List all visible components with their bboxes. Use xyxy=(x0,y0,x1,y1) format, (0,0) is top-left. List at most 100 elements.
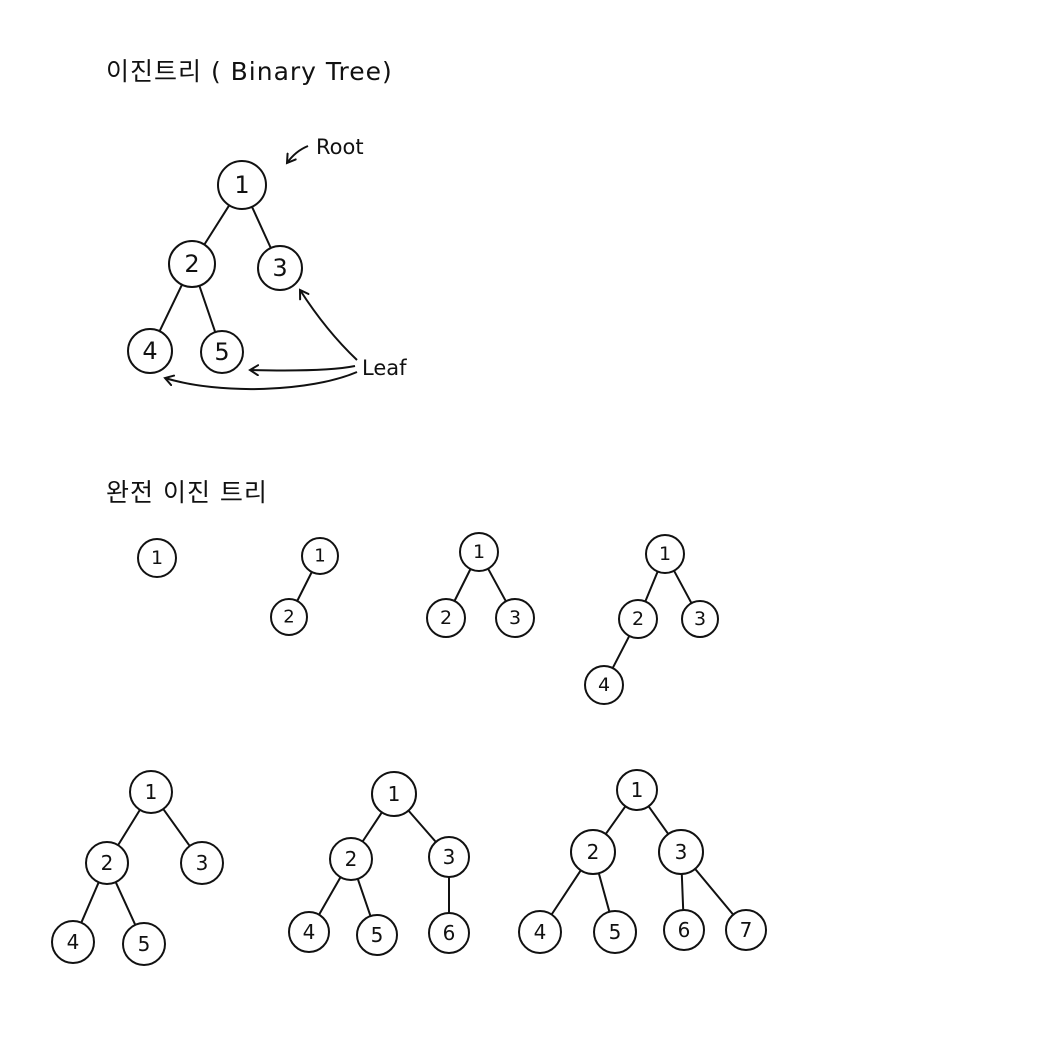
binary-tree-node-1 xyxy=(217,160,267,210)
binary-tree-edge-2-4 xyxy=(158,283,183,333)
complete-tree-5-node-label-1: 1 xyxy=(145,780,158,804)
complete-tree-7-node-4 xyxy=(518,910,562,954)
binary-tree-edge-1-2 xyxy=(203,204,231,246)
complete-tree-7-node-label-3: 3 xyxy=(675,840,688,864)
binary-tree-edge-1-3 xyxy=(251,205,272,249)
complete-tree-7-node-label-6: 6 xyxy=(678,918,691,942)
complete-tree-4-edge-2-4 xyxy=(611,634,631,670)
complete-tree-6-node-6 xyxy=(428,912,470,954)
complete-tree-1: 1 xyxy=(137,538,177,578)
complete-tree-2-edge-1-2 xyxy=(296,571,313,602)
binary-tree-node-label-3: 3 xyxy=(272,254,287,282)
complete-tree-2-node-1 xyxy=(301,537,339,575)
complete-tree-5-node-label-3: 3 xyxy=(196,851,209,875)
complete-tree-4-edge-1-2 xyxy=(644,570,659,603)
binary-tree-node-label-1: 1 xyxy=(234,171,249,199)
complete-tree-7-node-label-7: 7 xyxy=(740,918,753,942)
complete-tree-5-node-label-2: 2 xyxy=(101,851,114,875)
complete-tree-6-node-label-6: 6 xyxy=(443,921,456,945)
complete-tree-6-node-1 xyxy=(371,771,417,817)
complete-tree-7-node-1 xyxy=(616,769,658,811)
leaf-label: Leaf xyxy=(362,356,407,380)
binary-tree-node-label-2: 2 xyxy=(184,250,199,278)
complete-tree-5-node-4 xyxy=(51,920,95,964)
complete-tree-7-node-7 xyxy=(725,909,767,951)
complete-tree-7-edge-1-2 xyxy=(604,805,627,836)
binary-tree-node-3 xyxy=(257,245,303,291)
complete-tree-2-node-2 xyxy=(270,598,308,636)
complete-tree-7-edge-3-6 xyxy=(680,873,685,911)
complete-binary-tree-heading: 완전 이진 트리 xyxy=(106,478,268,507)
complete-tree-7-edge-2-5 xyxy=(597,872,611,913)
complete-tree-5-node-5 xyxy=(122,922,166,966)
complete-tree-6-node-4 xyxy=(288,911,330,953)
complete-tree-2-node-label-1: 1 xyxy=(314,546,325,567)
complete-tree-4-node-2 xyxy=(618,599,658,639)
complete-tree-6-node-5 xyxy=(356,914,398,956)
complete-tree-4-node-label-4: 4 xyxy=(598,674,610,696)
binary-tree-edge-2-5 xyxy=(198,284,217,334)
complete-tree-6-node-label-4: 4 xyxy=(303,920,316,944)
complete-tree-4-node-label-2: 2 xyxy=(632,608,644,630)
complete-tree-3-node-3 xyxy=(495,598,535,638)
complete-tree-6-edge-2-5 xyxy=(356,877,372,918)
complete-tree-6-edge-1-3 xyxy=(407,809,437,843)
complete-tree-5-edge-2-5 xyxy=(114,881,137,926)
complete-tree-6-node-3 xyxy=(428,836,470,878)
complete-tree-3-node-label-1: 1 xyxy=(473,541,485,563)
root-label: Root xyxy=(316,135,364,159)
complete-tree-5-node-3 xyxy=(180,841,224,885)
binary-tree-node-4 xyxy=(127,328,173,374)
complete-tree-5-node-1 xyxy=(129,770,173,814)
complete-tree-3-node-1 xyxy=(459,532,499,572)
complete-tree-3-node-label-3: 3 xyxy=(509,607,521,629)
complete-tree-5-node-label-5: 5 xyxy=(138,932,151,956)
complete-tree-2: 12 xyxy=(270,537,339,636)
complete-tree-6-node-label-3: 3 xyxy=(443,845,456,869)
binary-tree-heading: 이진트리 ( Binary Tree) xyxy=(106,57,393,86)
complete-tree-7-edge-1-3 xyxy=(647,805,670,836)
complete-tree-1-node-label-1: 1 xyxy=(151,547,163,569)
complete-tree-3: 1 2 3 xyxy=(426,532,535,638)
complete-tree-4: 1 2 3 4 xyxy=(584,534,719,705)
complete-tree-6-node-label-1: 1 xyxy=(388,782,401,806)
binary-tree: 1 2 3 4 5 xyxy=(127,160,303,374)
complete-tree-4-node-1 xyxy=(645,534,685,574)
complete-tree-7-node-2 xyxy=(570,829,616,875)
complete-tree-4-node-label-3: 3 xyxy=(694,608,706,630)
complete-tree-7-node-label-5: 5 xyxy=(609,920,622,944)
binary-tree-node-5 xyxy=(200,330,244,374)
complete-tree-6-node-label-2: 2 xyxy=(345,847,358,871)
complete-tree-6-edge-2-4 xyxy=(318,876,342,916)
complete-tree-6: 1 2 3 4 5 6 xyxy=(288,771,470,956)
complete-tree-7-node-label-4: 4 xyxy=(534,920,547,944)
complete-tree-4-node-3 xyxy=(681,600,719,638)
complete-tree-4-edge-1-3 xyxy=(673,569,693,605)
complete-tree-5-node-2 xyxy=(85,841,129,885)
complete-tree-3-edge-1-2 xyxy=(453,568,472,602)
complete-tree-3-edge-1-3 xyxy=(487,567,507,603)
binary-tree-node-2 xyxy=(168,240,216,288)
complete-tree-7-node-label-1: 1 xyxy=(631,778,644,802)
binary-tree-node-label-4: 4 xyxy=(142,337,157,365)
leaf-arrow-to-5 xyxy=(248,364,356,377)
complete-tree-6-node-2 xyxy=(329,837,373,881)
binary-tree-node-label-5: 5 xyxy=(214,338,229,366)
complete-tree-3-node-2 xyxy=(426,598,466,638)
complete-tree-4-node-label-1: 1 xyxy=(659,543,671,565)
complete-tree-7-node-3 xyxy=(658,829,704,875)
complete-tree-5-edge-1-3 xyxy=(162,808,191,847)
complete-tree-3-node-label-2: 2 xyxy=(440,607,452,629)
complete-tree-7-edge-3-7 xyxy=(694,867,735,916)
complete-tree-6-node-label-5: 5 xyxy=(371,923,384,947)
root-arrow xyxy=(285,145,309,165)
complete-tree-4-node-4 xyxy=(584,665,624,705)
complete-tree-2-node-label-2: 2 xyxy=(283,607,294,628)
complete-tree-7-node-5 xyxy=(593,910,637,954)
complete-tree-5-edge-1-2 xyxy=(117,808,141,847)
